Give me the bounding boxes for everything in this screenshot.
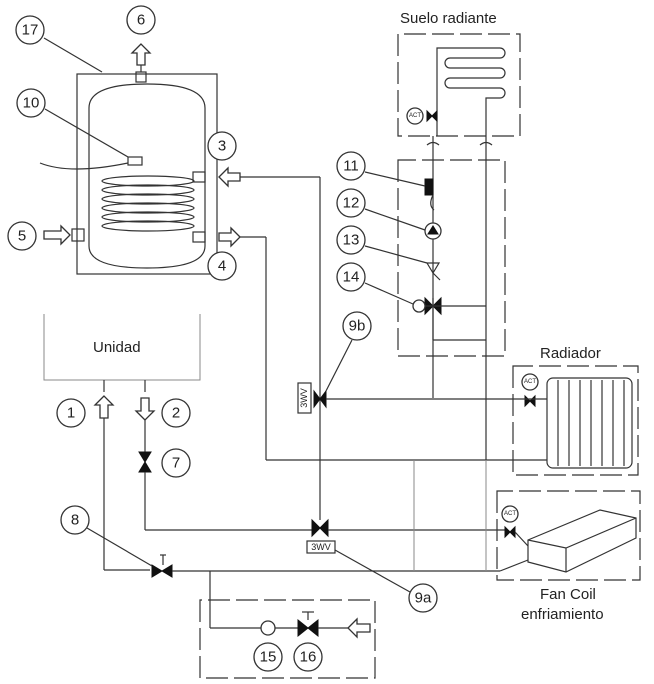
svg-text:8: 8 xyxy=(71,512,79,529)
arrow-3-inlet xyxy=(218,166,241,188)
svg-text:3WV: 3WV xyxy=(299,388,309,408)
svg-text:7: 7 xyxy=(172,455,180,472)
svg-text:14: 14 xyxy=(343,269,360,286)
callout-1: 1 xyxy=(56,398,86,428)
mixing-valve-14 xyxy=(412,296,486,341)
unit-box xyxy=(43,314,201,381)
fan-coil: ACT xyxy=(496,490,641,581)
callout-9b: 9b xyxy=(325,311,372,392)
svg-text:9a: 9a xyxy=(415,590,432,607)
tank-sensor xyxy=(127,156,143,166)
valve-16 xyxy=(297,618,319,638)
valve-9b: 3WV xyxy=(297,382,327,414)
svg-text:17: 17 xyxy=(22,22,39,39)
svg-text:11: 11 xyxy=(343,158,359,175)
callout-11: 11 xyxy=(336,151,426,187)
label-suelo-radiante: Suelo radiante xyxy=(400,10,497,27)
label-radiador: Radiador xyxy=(540,345,601,362)
callout-15: 15 xyxy=(253,642,283,672)
svg-text:ACT: ACT xyxy=(409,113,421,119)
port-5 xyxy=(71,228,85,242)
callout-6: 6 xyxy=(126,5,156,35)
tank-coil xyxy=(101,175,195,232)
callout-16: 16 xyxy=(293,642,323,672)
floor-heating-box: ACT xyxy=(397,33,521,137)
arrow-6-outlet xyxy=(130,43,152,66)
arrow-1-up xyxy=(93,395,115,419)
svg-text:10: 10 xyxy=(23,95,40,112)
svg-text:ACT: ACT xyxy=(524,379,536,385)
svg-text:ACT: ACT xyxy=(504,511,516,517)
callout-5: 5 xyxy=(7,221,37,251)
port-3 xyxy=(192,171,206,183)
callout-4: 4 xyxy=(207,251,237,281)
callout-3: 3 xyxy=(207,131,237,161)
callout-17: 17 xyxy=(15,15,103,73)
valve-7 xyxy=(138,451,152,473)
svg-text:9b: 9b xyxy=(349,318,366,335)
arrow-16-inlet xyxy=(347,617,371,639)
callout-8: 8 xyxy=(60,505,153,567)
svg-text:3: 3 xyxy=(218,138,226,155)
valve-9a: 3WV xyxy=(306,518,336,554)
callout-7: 7 xyxy=(161,448,191,478)
svg-text:6: 6 xyxy=(137,12,145,29)
svg-text:4: 4 xyxy=(218,258,226,275)
valve-8 xyxy=(151,564,173,578)
svg-text:16: 16 xyxy=(300,649,317,666)
svg-text:5: 5 xyxy=(18,228,26,245)
callout-13: 13 xyxy=(336,225,428,264)
port-4 xyxy=(192,231,206,243)
water-tank xyxy=(39,71,218,275)
svg-text:3WV: 3WV xyxy=(311,542,331,552)
arrow-4-outlet xyxy=(218,226,241,248)
arrow-5-inlet xyxy=(43,224,71,246)
callout-12: 12 xyxy=(336,188,426,231)
callout-9a: 9a xyxy=(334,549,438,613)
callout-10: 10 xyxy=(16,88,129,158)
strainer-13 xyxy=(425,262,441,281)
svg-text:1: 1 xyxy=(67,405,75,422)
svg-text:13: 13 xyxy=(343,232,360,249)
component-11 xyxy=(424,178,434,196)
svg-text:2: 2 xyxy=(172,405,180,422)
label-fan-coil: Fan Coil xyxy=(540,586,596,603)
act-actuator-fancoil xyxy=(501,505,519,523)
callout-2: 2 xyxy=(161,398,191,428)
callout-14: 14 xyxy=(336,262,414,305)
arrow-2-down xyxy=(134,397,156,421)
component-15 xyxy=(260,620,276,636)
label-enfriamiento: enfriamiento xyxy=(521,606,604,623)
radiator: ACT xyxy=(505,365,639,476)
svg-text:15: 15 xyxy=(260,649,277,666)
act-actuator-floor xyxy=(406,107,424,125)
filling-box xyxy=(199,599,376,679)
act-actuator-radiator xyxy=(521,373,539,391)
label-unidad: Unidad xyxy=(93,339,141,356)
svg-text:12: 12 xyxy=(343,195,360,212)
